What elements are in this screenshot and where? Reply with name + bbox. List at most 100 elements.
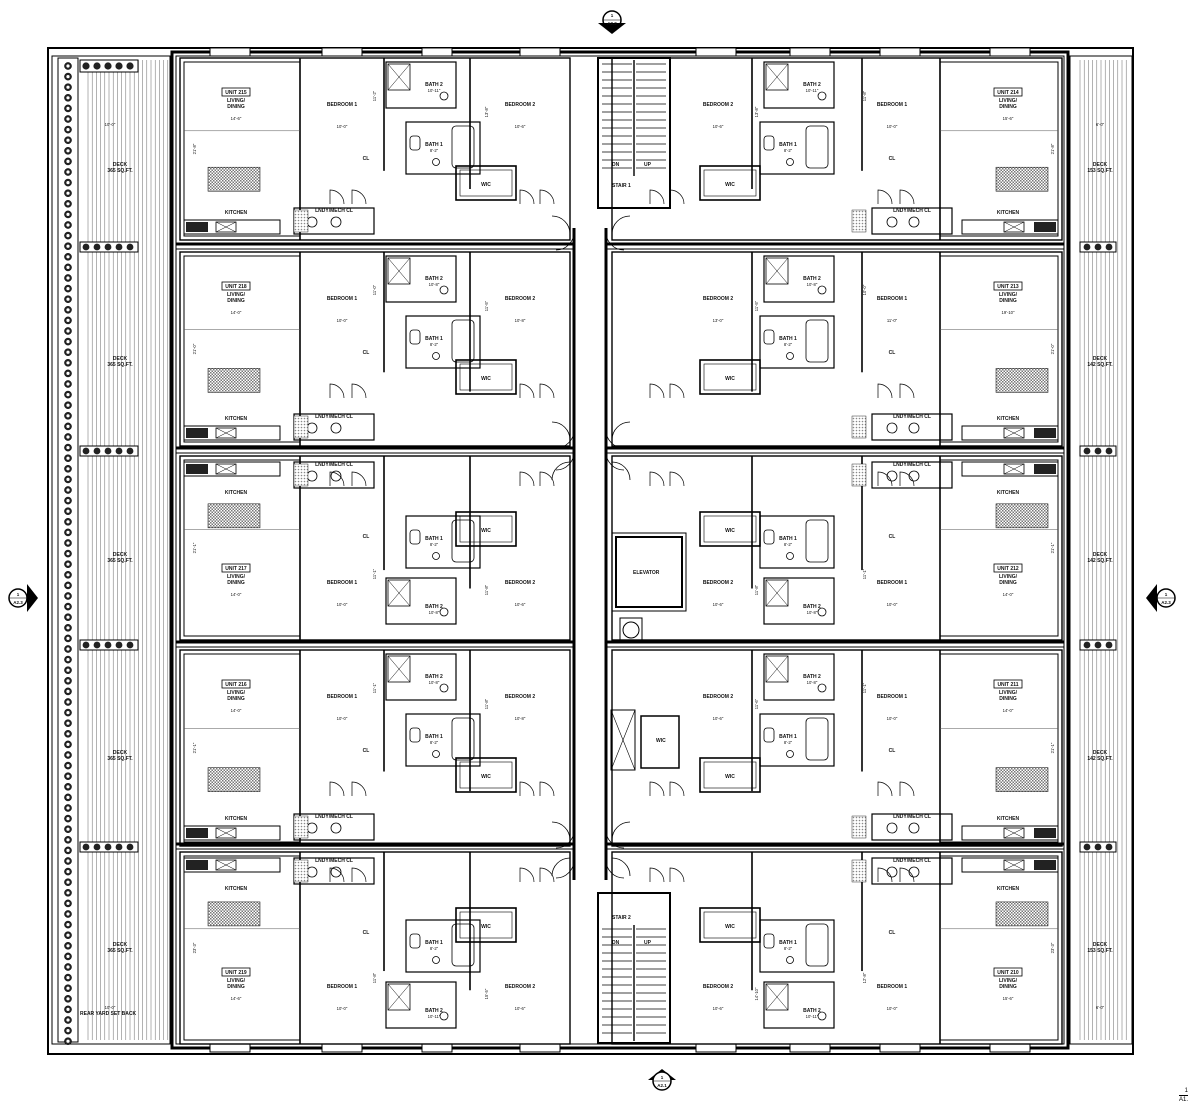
unit-212-bath-2-dim: 10'-8" bbox=[807, 610, 818, 615]
section-marker-bottom: 1 A2.1 bbox=[648, 1069, 676, 1091]
unit-218-kitchen-label: KITCHEN bbox=[225, 416, 248, 422]
unit-213-bath-1-label: BATH 1 bbox=[779, 336, 797, 342]
unit-unit-219 bbox=[179, 851, 571, 1045]
unit-215-bedroom-1-dim: 10'-0" bbox=[337, 124, 348, 129]
unit-211-bedroom-1-dim: 10'-0" bbox=[887, 716, 898, 721]
unit-212-bedroom-1-label: BEDROOM 1 bbox=[877, 580, 908, 586]
unit-214-bedroom-1-dim: 10'-0" bbox=[887, 124, 898, 129]
deck-west-2-area: 365 SQ.FT. bbox=[107, 362, 133, 368]
unit-216-kitchen-label: KITCHEN bbox=[225, 816, 248, 822]
unit-212-bedroom-2-label: BEDROOM 2 bbox=[703, 580, 734, 586]
unit-216-living-dim: 14'-0" bbox=[231, 708, 242, 713]
svg-text:1: 1 bbox=[17, 592, 20, 597]
unit-217-depth-dim: 21'-1" bbox=[192, 542, 197, 553]
unit-213-bedroom-2-dim: 13'-0" bbox=[713, 318, 724, 323]
unit-219-laundry-label: LNDY/MECH CL bbox=[315, 858, 353, 864]
unit-216-bath-2-dim: 10'-8" bbox=[429, 680, 440, 685]
unit-211-name: UNIT 211 bbox=[997, 682, 1018, 688]
unit-211-bedroom-1-depth-dim: 11'-1" bbox=[862, 682, 867, 693]
unit-unit-215 bbox=[179, 57, 571, 241]
unit-211-dining-label: DINING bbox=[999, 696, 1017, 702]
unit-214-bedroom-2-label: BEDROOM 2 bbox=[703, 102, 734, 108]
unit-211-laundry-label: LNDY/MECH CL bbox=[893, 814, 931, 820]
unit-210-living-dim: 15'-6" bbox=[1003, 996, 1014, 1001]
unit-217-wic-label: WIC bbox=[481, 528, 491, 534]
unit-219-bath-1-dim: 8'-2" bbox=[430, 946, 439, 951]
unit-210-bedroom-2-dim: 10'-6" bbox=[713, 1006, 724, 1011]
unit-211-bath-1-label: BATH 1 bbox=[779, 734, 797, 740]
core bbox=[572, 57, 687, 1044]
unit-unit-211 bbox=[611, 649, 1063, 847]
unit-214-closet-label: CL bbox=[889, 156, 896, 162]
deck-west-3-label: DECK bbox=[113, 552, 128, 558]
svg-text:1: 1 bbox=[611, 13, 614, 18]
deck-east-4-label: DECK bbox=[1093, 750, 1108, 756]
unit-214-kitchen-label: KITCHEN bbox=[997, 210, 1020, 216]
unit-219-dining-label: DINING bbox=[227, 984, 245, 990]
unit-216-bedroom-1-dim: 10'-0" bbox=[337, 716, 348, 721]
unit-213-closet-label: CL bbox=[889, 350, 896, 356]
elevator bbox=[615, 536, 683, 608]
unit-218-bath-1-label: BATH 1 bbox=[425, 336, 443, 342]
unit-219-kitchen-label: KITCHEN bbox=[225, 886, 248, 892]
unit-217-dining-label: DINING bbox=[227, 580, 245, 586]
unit-214-bath-1-dim: 8'-2" bbox=[784, 148, 793, 153]
unit-213-bath-2-dim: 10'-8" bbox=[807, 282, 818, 287]
unit-218-bedroom-2-dim: 10'-8" bbox=[515, 318, 526, 323]
unit-215-bath-2-dim: 10'-11" bbox=[428, 88, 441, 93]
building-outline bbox=[47, 47, 1134, 1055]
unit-210-bath-2-label: BATH 2 bbox=[803, 1008, 821, 1014]
unit-218-wic-label: WIC bbox=[481, 376, 491, 382]
unit-unit-212 bbox=[611, 455, 1063, 641]
unit-212-closet-label: CL bbox=[889, 534, 896, 540]
unit-217-kitchen-label: KITCHEN bbox=[225, 490, 248, 496]
stair-1-up: UP bbox=[644, 162, 652, 168]
unit-210-bedroom-2-depth-dim: 14'-10" bbox=[754, 987, 759, 1001]
deck-east-3-area: 142 SQ.FT. bbox=[1087, 558, 1113, 564]
unit-210-laundry-label: LNDY/MECH CL bbox=[893, 858, 931, 864]
unit-211-bedroom-2-label: BEDROOM 2 bbox=[703, 694, 734, 700]
unit-216-name: UNIT 216 bbox=[225, 682, 247, 688]
unit-217-bedroom-1-dim: 10'-0" bbox=[337, 602, 348, 607]
unit-219-bedroom-2-depth-dim: 15'-5" bbox=[484, 988, 489, 999]
unit-216-depth-dim: 21'-1" bbox=[192, 742, 197, 753]
unit-217-bath-2-dim: 10'-8" bbox=[429, 610, 440, 615]
unit-215-kitchen-label: KITCHEN bbox=[225, 210, 248, 216]
unit-216-bath-1-label: BATH 1 bbox=[425, 734, 443, 740]
stair-1-dn: DN bbox=[612, 162, 620, 168]
unit-214-bedroom-1-depth-dim: 11'-8" bbox=[862, 90, 867, 101]
unit-216-living-label: LIVING/ bbox=[227, 690, 246, 696]
unit-217-bedroom-2-dim: 10'-6" bbox=[515, 602, 526, 607]
unit-216-bedroom-2-label: BEDROOM 2 bbox=[505, 694, 536, 700]
unit-217-bath-1-dim: 8'-2" bbox=[430, 542, 439, 547]
unit-210-kitchen-label: KITCHEN bbox=[997, 886, 1020, 892]
deck-west-4-label: DECK bbox=[113, 750, 128, 756]
unit-216-bath-2-label: BATH 2 bbox=[425, 674, 443, 680]
unit-215-bath-2-label: BATH 2 bbox=[425, 82, 443, 88]
unit-214-dining-label: DINING bbox=[999, 104, 1017, 110]
unit-210-bedroom-1-depth-dim: 12'-8" bbox=[862, 972, 867, 983]
unit-217-closet-label: CL bbox=[363, 534, 370, 540]
unit-214-bedroom-2-depth-dim: 13'-8" bbox=[754, 106, 759, 117]
unit-210-depth-dim: 23'-3" bbox=[1050, 942, 1055, 953]
unit-212-bath-1-label: BATH 1 bbox=[779, 536, 797, 542]
unit-211-wic-label: WIC bbox=[725, 774, 735, 780]
unit-213-living-dim: 19'-10" bbox=[1002, 310, 1016, 315]
unit-214-bath-2-dim: 10'-11" bbox=[806, 88, 819, 93]
unit-218-bath-2-dim: 10'-8" bbox=[429, 282, 440, 287]
unit-212-bedroom-1-dim: 10'-0" bbox=[887, 602, 898, 607]
unit-215-wic-label: WIC bbox=[481, 182, 491, 188]
unit-211-living-label: LIVING/ bbox=[999, 690, 1018, 696]
unit-213-bath-1-dim: 8'-2" bbox=[784, 342, 793, 347]
unit-216-closet-label: CL bbox=[363, 748, 370, 754]
unit-211-closet-label: CL bbox=[889, 748, 896, 754]
unit-218-bedroom-1-dim: 10'-0" bbox=[337, 318, 348, 323]
unit-213-bedroom-2-depth-dim: 11'-5" bbox=[754, 300, 759, 311]
unit-212-wic-label: WIC bbox=[725, 528, 735, 534]
deck-west-2-label: DECK bbox=[113, 356, 128, 362]
deck-west-1-area: 365 SQ.FT. bbox=[107, 168, 133, 174]
unit-214-living-dim: 15'-6" bbox=[1003, 116, 1014, 121]
unit-218-closet-label: CL bbox=[363, 350, 370, 356]
rear-yard-setback-label: REAR YARD SET BACK bbox=[80, 1011, 137, 1017]
unit-210-bedroom-1-dim: 10'-0" bbox=[887, 1006, 898, 1011]
